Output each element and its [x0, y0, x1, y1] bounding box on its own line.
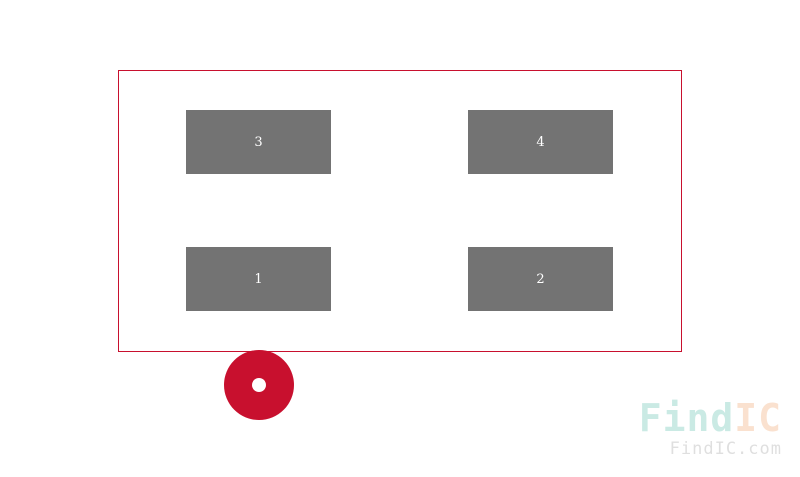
pad-label: 3	[254, 134, 263, 150]
pad-3: 3	[186, 110, 331, 174]
watermark-logo-find: Find	[638, 396, 735, 440]
pin1-marker-hole	[252, 378, 266, 392]
pad-4: 4	[468, 110, 613, 174]
pin1-marker	[224, 350, 294, 420]
pad-label: 1	[254, 271, 263, 287]
pad-2: 2	[468, 247, 613, 311]
watermark-logo: FindIC	[639, 399, 782, 437]
pad-label: 4	[536, 134, 545, 150]
pad-label: 2	[536, 271, 545, 287]
watermark-url: FindIC.com	[669, 439, 782, 459]
watermark-logo-ic: IC	[734, 396, 782, 440]
pad-1: 1	[186, 247, 331, 311]
component-outline	[118, 70, 682, 352]
findic-watermark: FindIC FindIC.com	[639, 399, 782, 459]
